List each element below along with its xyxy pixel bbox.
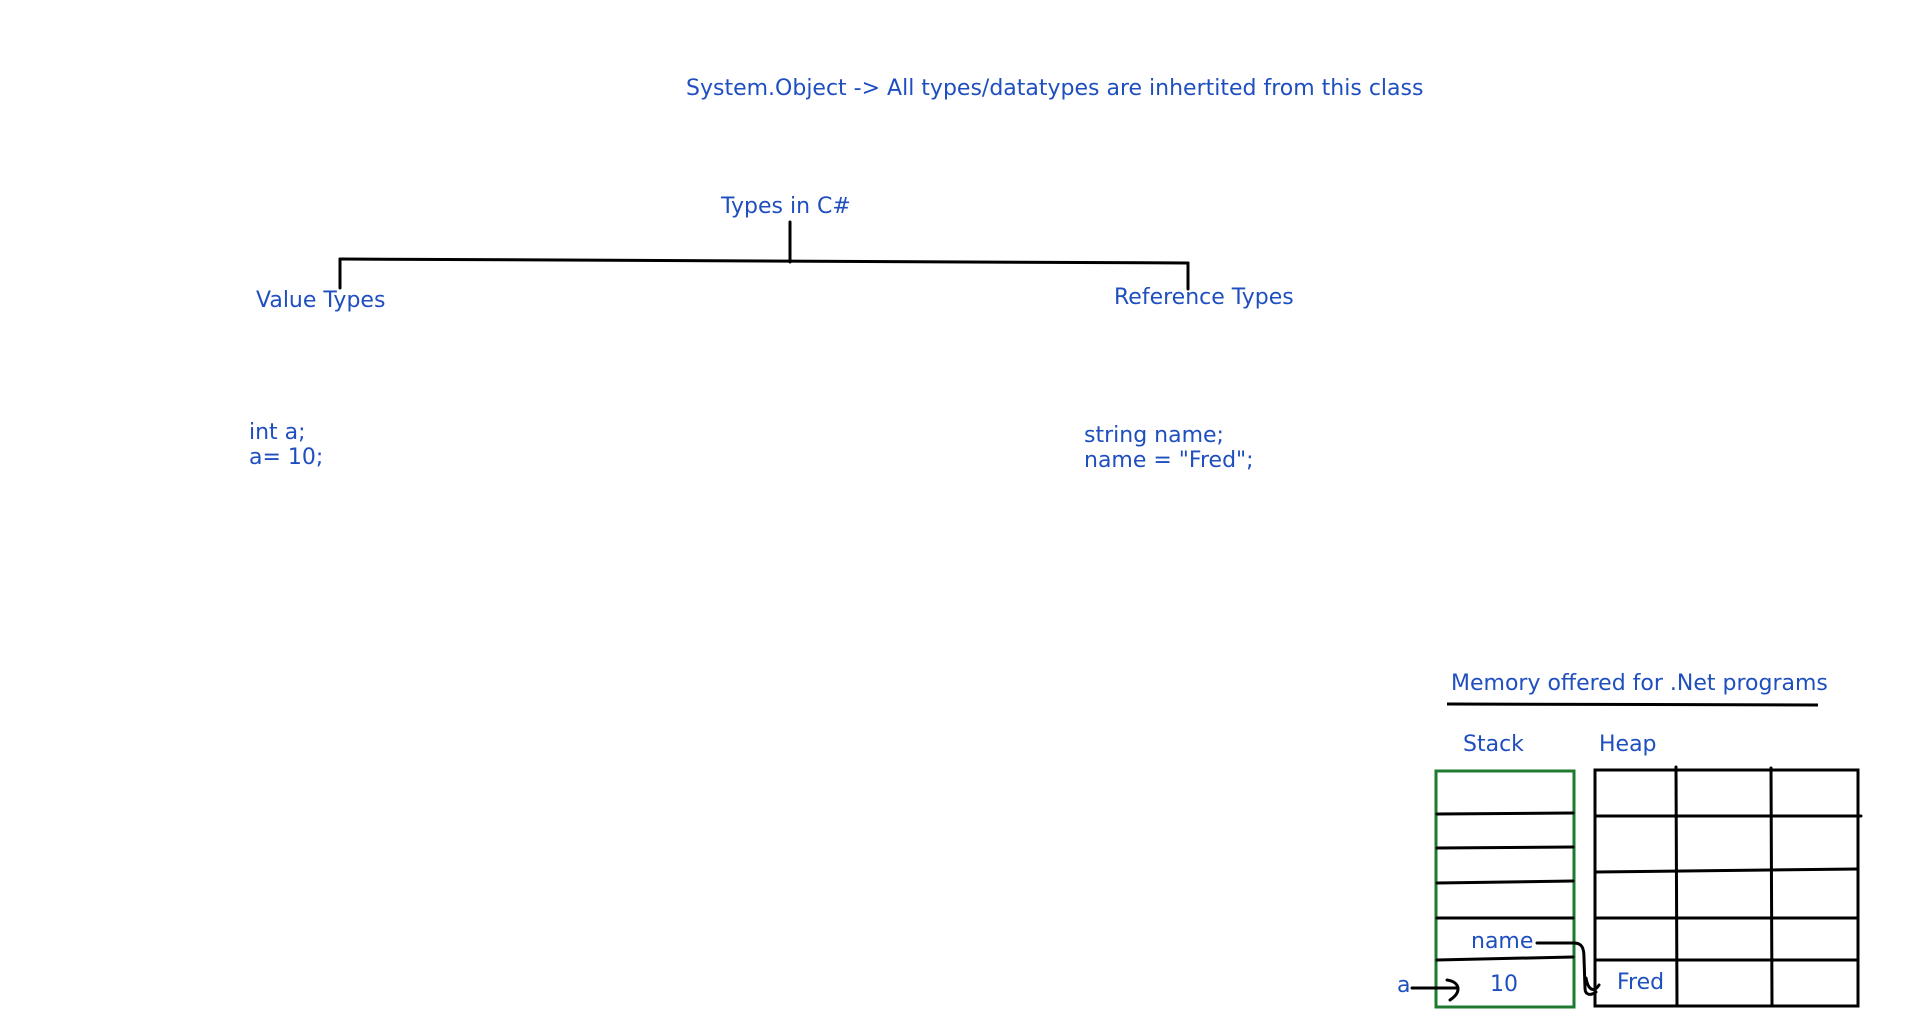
memory-title-underline bbox=[1446, 702, 1819, 707]
types-root-label: Types in C# bbox=[721, 194, 851, 219]
pointer-label-a: a bbox=[1397, 973, 1411, 998]
reference-arrow-name bbox=[1535, 941, 1601, 996]
reference-code-line-2: name = "Fred"; bbox=[1084, 448, 1254, 474]
stack-label: Stack bbox=[1463, 732, 1524, 757]
value-code-line-1: int a; bbox=[249, 420, 306, 445]
heap-label: Heap bbox=[1599, 732, 1657, 757]
reference-type-code: string name; name = "Fred"; bbox=[1084, 423, 1254, 474]
system-object-note: System.Object -> All types/datatypes are… bbox=[686, 76, 1424, 101]
heap-grid bbox=[1593, 765, 1863, 1008]
stack-value-cell: 10 bbox=[1490, 972, 1518, 997]
value-types-label: Value Types bbox=[256, 288, 386, 313]
heap-value-cell: Fred bbox=[1617, 970, 1665, 995]
pointer-arrow-a bbox=[1410, 978, 1460, 1002]
type-tree-connector bbox=[338, 220, 1190, 291]
reference-types-label: Reference Types bbox=[1114, 285, 1294, 310]
stack-name-cell: name bbox=[1471, 929, 1534, 954]
value-type-code: int a; a= 10; bbox=[249, 420, 323, 471]
reference-code-line-1: string name; bbox=[1084, 423, 1224, 448]
tree-horizontal-branch bbox=[338, 257, 1190, 265]
value-code-line-2: a= 10; bbox=[249, 445, 324, 471]
stack-box bbox=[1434, 769, 1576, 1009]
memory-title: Memory offered for .Net programs bbox=[1451, 671, 1828, 696]
